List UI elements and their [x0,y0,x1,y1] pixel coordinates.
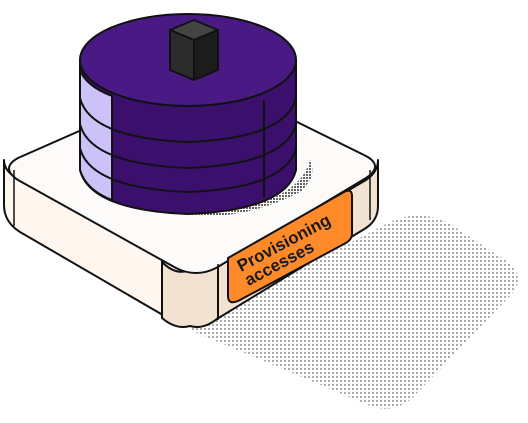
cube-icon [169,19,219,81]
drum-contact-shadow [160,160,313,216]
platform-shadow [190,215,518,409]
